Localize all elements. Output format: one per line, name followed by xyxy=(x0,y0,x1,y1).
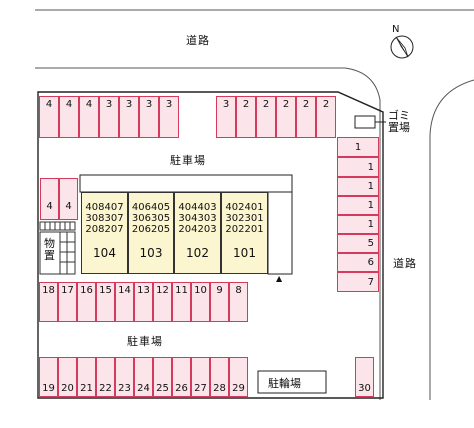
parking-slot: 21 xyxy=(77,357,96,397)
parking-slot: 4 xyxy=(40,178,59,220)
parking-slot: 15 xyxy=(96,282,115,322)
building-unit: 402401 302301 202201 101 xyxy=(221,192,268,274)
unit-ground: 102 xyxy=(186,246,209,260)
parking-slot: 7 xyxy=(337,272,379,292)
parking-label-lower: 駐車場 xyxy=(127,335,163,348)
unit-ground: 104 xyxy=(93,246,116,260)
storage-label: 物 置 xyxy=(44,238,55,262)
parking-slot: 3 xyxy=(139,96,159,138)
unit-row-3f: 308307 xyxy=(85,213,124,224)
unit-row-4f: 402401 xyxy=(225,202,264,213)
building-corridor xyxy=(79,174,293,193)
north-arrow-icon xyxy=(390,35,414,59)
compass-letter: N xyxy=(392,24,400,35)
parking-slot: 13 xyxy=(134,282,153,322)
parking-slot: 9 xyxy=(210,282,229,322)
parking-slot: 23 xyxy=(115,357,134,397)
garbage-box xyxy=(354,115,376,129)
parking-slot: 8 xyxy=(229,282,248,322)
garbage-label: ゴミ 置場 xyxy=(388,110,410,134)
parking-slot: 17 xyxy=(58,282,77,322)
parking-slot: 28 xyxy=(210,357,229,397)
parking-slot: 11 xyxy=(172,282,191,322)
parking-slot: 4 xyxy=(39,96,59,138)
parking-slot: 22 xyxy=(96,357,115,397)
storage-label-line2: 置 xyxy=(44,249,55,262)
parking-slot: 20 xyxy=(58,357,77,397)
parking-slot: 18 xyxy=(39,282,58,322)
parking-slot: 2 xyxy=(296,96,316,138)
parking-slot: 24 xyxy=(134,357,153,397)
parking-slot: 30 xyxy=(355,357,374,397)
parking-label-upper: 駐車場 xyxy=(170,154,206,167)
building-unit: 408407 308307 208207 104 xyxy=(81,192,128,274)
parking-slot: 1 xyxy=(337,157,379,177)
parking-slot: 1 xyxy=(337,177,379,196)
road-edge-right xyxy=(429,79,474,400)
parking-slot: 3 xyxy=(119,96,139,138)
building-unit: 404403 304303 204203 102 xyxy=(174,192,221,274)
unit-row-3f: 306305 xyxy=(131,213,171,224)
unit-row-2f: 206205 xyxy=(131,224,171,235)
parking-slot: 4 xyxy=(59,96,79,138)
parking-slot: 4 xyxy=(79,96,99,138)
storage-top-strip xyxy=(39,221,76,231)
unit-ground: 103 xyxy=(139,246,163,260)
parking-slot: 29 xyxy=(229,357,248,397)
parking-slot: 5 xyxy=(337,234,379,253)
parking-slot: 26 xyxy=(172,357,191,397)
parking-slot: 19 xyxy=(39,357,58,397)
parking-slot: 10 xyxy=(191,282,210,322)
unit-row-2f: 204203 xyxy=(178,224,217,235)
unit-ground: 101 xyxy=(233,246,256,260)
road-label-right: 道路 xyxy=(393,257,417,270)
parking-slot: 1 xyxy=(337,137,379,157)
parking-slot: 2 xyxy=(256,96,276,138)
entrance-mark-icon: ▲ xyxy=(276,274,283,283)
parking-slot: 3 xyxy=(99,96,119,138)
parking-slot: 16 xyxy=(77,282,96,322)
building-unit: 406405 306305 206205 103 xyxy=(128,192,174,274)
bicycle-parking-box xyxy=(257,370,327,394)
unit-row-4f: 404403 xyxy=(178,202,217,213)
bicycle-parking-label: 駐輪場 xyxy=(268,377,301,390)
parking-slot: 2 xyxy=(276,96,296,138)
unit-row-4f: 406405 xyxy=(131,202,171,213)
parking-slot: 1 xyxy=(337,215,379,234)
parking-slot: 2 xyxy=(236,96,256,138)
garbage-label-line2: 置場 xyxy=(388,121,410,134)
parking-slot: 27 xyxy=(191,357,210,397)
parking-slot: 6 xyxy=(337,253,379,272)
parking-slot: 25 xyxy=(153,357,172,397)
unit-row-3f: 304303 xyxy=(178,213,217,224)
parking-slot: 3 xyxy=(216,96,236,138)
unit-row-2f: 202201 xyxy=(225,224,264,235)
parking-slot: 1 xyxy=(337,196,379,215)
parking-slot: 14 xyxy=(115,282,134,322)
unit-row-2f: 208207 xyxy=(85,224,124,235)
parking-slot: 2 xyxy=(316,96,336,138)
building-stair xyxy=(267,191,293,275)
unit-row-4f: 408407 xyxy=(85,202,124,213)
storage-label-line1: 物 xyxy=(44,237,55,250)
road-corner-curve xyxy=(344,67,381,400)
parking-slot: 12 xyxy=(153,282,172,322)
road-label-top: 道路 xyxy=(186,34,210,47)
parking-slot: 4 xyxy=(59,178,78,220)
lot-boundary xyxy=(37,91,384,399)
unit-row-3f: 302301 xyxy=(225,213,264,224)
garbage-label-line1: ゴミ xyxy=(388,109,410,122)
parking-slot: 3 xyxy=(159,96,179,138)
